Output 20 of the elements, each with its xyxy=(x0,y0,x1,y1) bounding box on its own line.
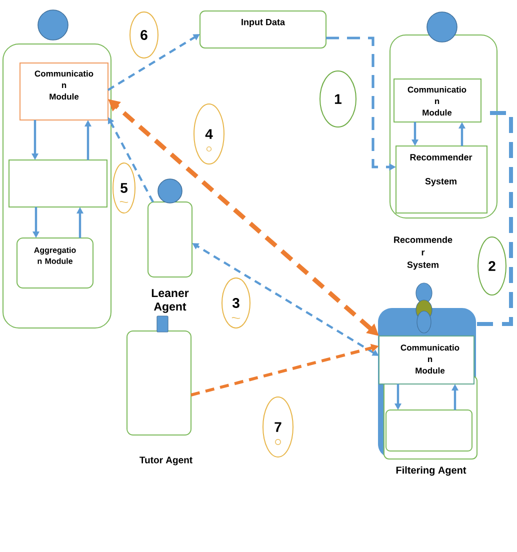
agent-label: Tutor Agent xyxy=(140,456,192,466)
agent-label: Leaner Agent xyxy=(152,289,189,313)
agent-label: Recommende r System xyxy=(394,236,452,270)
number-oval: 1 xyxy=(320,70,356,128)
module-box: Recommender System xyxy=(396,146,488,214)
dashed-line xyxy=(477,111,513,326)
module-box: Communicatio n Module xyxy=(20,62,108,120)
agent-label: Filtering Agent xyxy=(396,466,466,476)
number-oval: 7 xyxy=(262,396,294,458)
module-box: Communicatio n Module xyxy=(394,78,482,122)
number-oval: 3 xyxy=(222,278,250,328)
number-oval: 4 xyxy=(194,104,224,164)
number-oval: 5 xyxy=(112,162,136,214)
number-oval: 2 xyxy=(478,236,506,296)
module-box xyxy=(386,410,472,452)
module-box: Aggregatio n Module xyxy=(16,238,94,288)
module-box: Communicatio n Module xyxy=(378,336,474,384)
number-oval: 6 xyxy=(130,12,158,58)
data-box: Input Data xyxy=(200,10,326,48)
module-box xyxy=(8,160,108,208)
